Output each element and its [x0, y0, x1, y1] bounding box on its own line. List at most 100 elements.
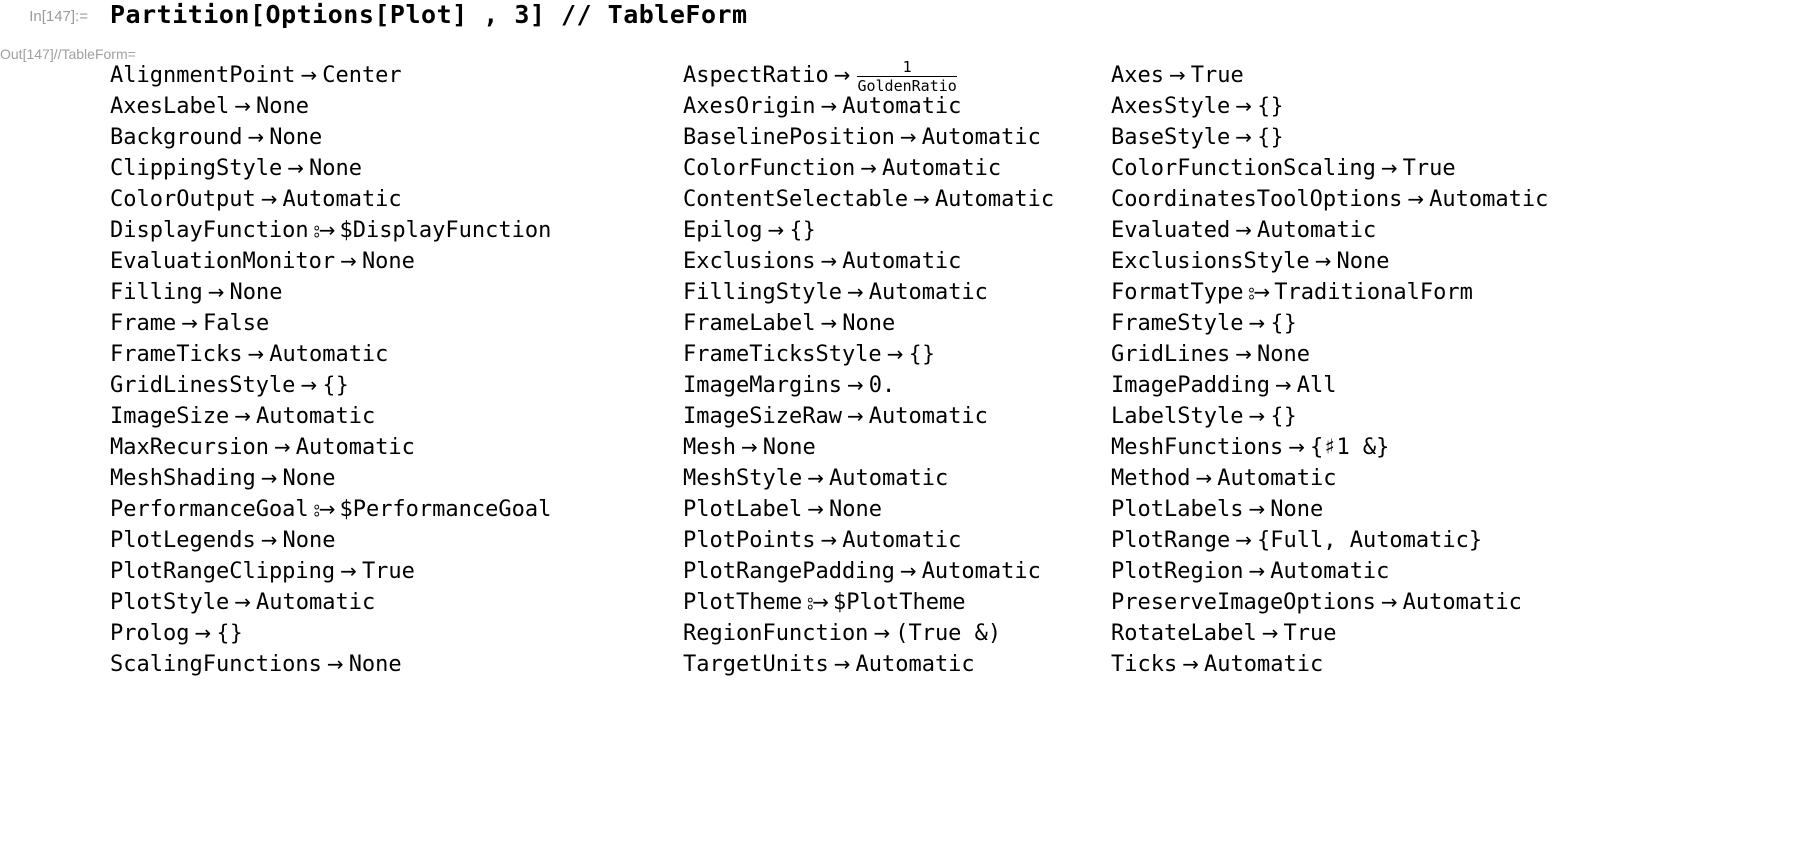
- rule-arrow-icon: →: [1235, 125, 1252, 149]
- option-name: FrameStyle: [1111, 311, 1244, 336]
- input-cell-label: In[147]:=: [29, 8, 88, 25]
- option-name: AxesOrigin: [683, 94, 816, 119]
- option-cell: FrameLabel→None: [683, 308, 1111, 339]
- option-cell: PlotPoints→Automatic: [683, 525, 1111, 556]
- rule-arrow-icon: →: [846, 404, 864, 428]
- rule-arrow-icon: →: [260, 528, 278, 552]
- option-name: Axes: [1111, 63, 1164, 88]
- option-value: True: [1402, 156, 1456, 181]
- option-cell: RegionFunction→(True &): [683, 618, 1111, 649]
- rule-arrow-icon: →: [181, 311, 198, 335]
- rule-arrow-icon: →: [899, 125, 917, 149]
- option-name: BaselinePosition: [683, 125, 895, 150]
- option-value: None: [1270, 497, 1324, 522]
- option-name: ColorOutput: [110, 187, 256, 212]
- rule-arrow-icon: →: [1248, 404, 1266, 428]
- option-cell: MaxRecursion→Automatic: [110, 432, 683, 463]
- option-cell: PlotRegion→Automatic: [1111, 556, 1548, 587]
- rule-arrow-icon: →: [340, 249, 357, 273]
- option-cell: PlotLegends→None: [110, 525, 683, 556]
- option-cell: AxesStyle→{}: [1111, 91, 1548, 122]
- option-cell: FormatType⦂→TraditionalForm: [1111, 277, 1548, 308]
- option-value: Automatic: [269, 342, 389, 367]
- option-cell: FrameTicks→Automatic: [110, 339, 683, 370]
- rule-arrow-icon: →: [1235, 342, 1252, 366]
- rule-arrow-icon: →: [1248, 497, 1266, 521]
- option-name: ExclusionsStyle: [1111, 249, 1310, 274]
- option-value: Automatic: [255, 404, 376, 429]
- option-value: Automatic: [934, 187, 1055, 212]
- option-name: Evaluated: [1111, 218, 1231, 243]
- option-cell: ColorFunctionScaling→True: [1111, 153, 1548, 184]
- option-cell: Evaluated→Automatic: [1111, 215, 1548, 246]
- option-name: MeshStyle: [683, 466, 803, 491]
- option-name: FrameTicksStyle: [683, 342, 882, 367]
- option-name: ColorFunctionScaling: [1111, 156, 1376, 181]
- option-value: $DisplayFunction: [339, 218, 552, 243]
- option-name: Background: [110, 125, 243, 150]
- rule-arrow-icon: →: [247, 125, 265, 149]
- option-name: PreserveImageOptions: [1111, 590, 1376, 615]
- rule-delayed-arrow-icon: ⦂→: [313, 218, 336, 242]
- option-name: PlotRangePadding: [683, 559, 895, 584]
- option-value: {♯1 &}: [1309, 435, 1390, 460]
- fraction-denominator: GoldenRatio: [857, 76, 957, 95]
- option-cell: AxesLabel→None: [110, 91, 683, 122]
- input-expression[interactable]: Partition[Options[Plot] , 3] // TableFor…: [110, 0, 748, 29]
- option-value: Automatic: [868, 404, 988, 429]
- option-name: DisplayFunction: [110, 218, 309, 243]
- option-cell: Prolog→{}: [110, 618, 683, 649]
- rule-arrow-icon: →: [846, 373, 864, 397]
- option-name: PlotLegends: [110, 528, 256, 553]
- option-cell: RotateLabel→True: [1111, 618, 1548, 649]
- option-value: {}: [322, 373, 349, 397]
- option-value: Automatic: [921, 559, 1041, 584]
- option-cell: Mesh→None: [683, 432, 1111, 463]
- option-cell: PlotLabels→None: [1111, 494, 1548, 525]
- rule-arrow-icon: →: [846, 280, 864, 304]
- option-value: {}: [1256, 94, 1284, 118]
- option-value: Automatic: [842, 528, 962, 553]
- output-cell-label: Out[147]//TableForm=: [0, 46, 136, 62]
- rule-arrow-icon: →: [820, 311, 838, 335]
- option-cell: ImageMargins→0.: [683, 370, 1111, 401]
- option-name: RegionFunction: [683, 621, 869, 646]
- option-value: $PerformanceGoal: [339, 497, 552, 522]
- rule-arrow-icon: →: [1235, 528, 1252, 552]
- option-name: FormatType: [1111, 280, 1244, 305]
- option-value: None: [269, 125, 323, 150]
- option-cell: LabelStyle→{}: [1111, 401, 1548, 432]
- rule-delayed-arrow-icon: ⦂→: [1248, 280, 1270, 304]
- rule-arrow-icon: →: [1407, 187, 1425, 211]
- option-name: Ticks: [1111, 652, 1178, 677]
- rule-delayed-arrow-icon: ⦂→: [313, 497, 336, 521]
- rule-arrow-icon: →: [326, 652, 344, 676]
- option-value: Automatic: [868, 280, 988, 305]
- option-value: {Full, Automatic}: [1256, 528, 1483, 553]
- option-value: None: [361, 249, 415, 274]
- option-name: FillingStyle: [683, 280, 842, 305]
- option-name: LabelStyle: [1111, 404, 1244, 429]
- option-name: AlignmentPoint: [110, 63, 296, 88]
- input-cell[interactable]: In[147]:= Partition[Options[Plot] , 3] /…: [0, 0, 1811, 38]
- option-name: PlotRange: [1111, 528, 1231, 553]
- rule-arrow-icon: →: [833, 652, 851, 676]
- rule-arrow-icon: →: [1380, 156, 1398, 180]
- option-value: (True &): [895, 621, 1002, 646]
- option-name: ContentSelectable: [683, 187, 909, 212]
- option-value: Automatic: [1217, 466, 1337, 491]
- rule-arrow-icon: →: [1314, 249, 1332, 273]
- option-cell: Axes→True: [1111, 60, 1548, 91]
- option-cell: EvaluationMonitor→None: [110, 246, 683, 277]
- option-name: PerformanceGoal: [110, 497, 309, 522]
- option-value: {}: [1256, 125, 1284, 149]
- option-cell: CoordinatesToolOptions→Automatic: [1111, 184, 1548, 215]
- rule-arrow-icon: →: [807, 497, 824, 521]
- option-cell: TargetUnits→Automatic: [683, 649, 1111, 680]
- option-value: {}: [216, 621, 243, 645]
- option-name: ImageMargins: [683, 373, 842, 398]
- rule-arrow-icon: →: [833, 63, 851, 87]
- rule-arrow-icon: →: [1248, 559, 1266, 583]
- option-value: Automatic: [855, 652, 975, 677]
- rule-arrow-icon: →: [820, 94, 838, 118]
